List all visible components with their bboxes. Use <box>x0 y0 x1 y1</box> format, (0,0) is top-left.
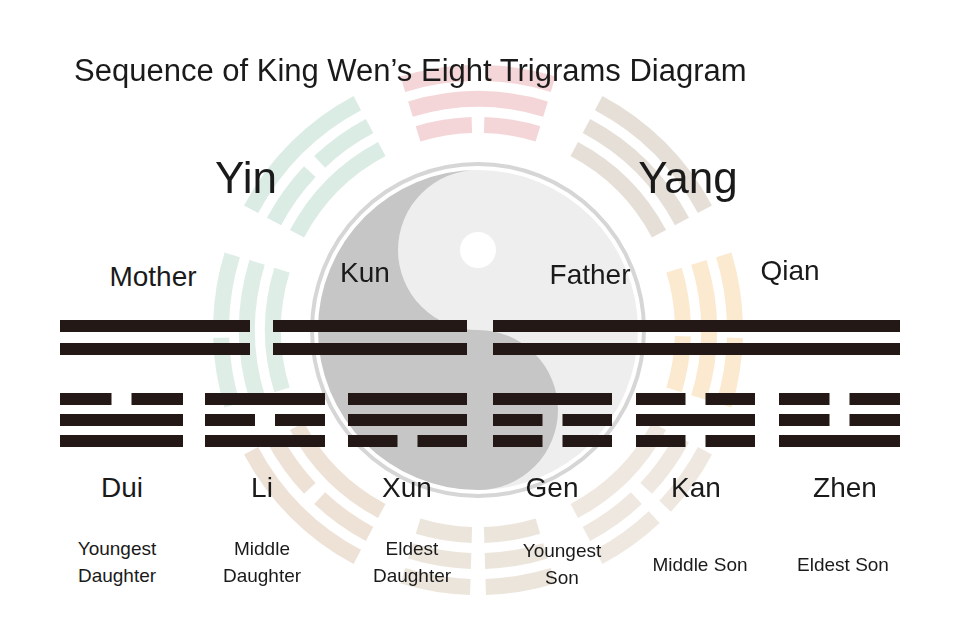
family-role: Middle Daughter <box>212 536 312 589</box>
yin-line <box>60 393 112 405</box>
trigram-arc <box>485 568 555 595</box>
family-role: Eldest Son <box>793 552 893 579</box>
yang-line <box>60 414 183 426</box>
yin-line <box>493 435 543 447</box>
parent-line <box>60 320 250 332</box>
yin-line <box>779 414 830 426</box>
trigram-arc <box>416 117 472 142</box>
family-role: Eldest Daughter <box>362 536 462 589</box>
heading-label: Yin <box>215 152 277 205</box>
trigram-name: Gen <box>526 471 579 505</box>
yang-line <box>348 414 467 426</box>
yang-line <box>636 414 755 426</box>
trigram-name: Li <box>251 471 273 505</box>
family-role: Youngest Son <box>512 538 612 591</box>
trigram-arc <box>484 518 540 543</box>
trigram-arc <box>213 253 240 323</box>
heading-label: Yang <box>638 152 738 205</box>
trigram-bars <box>60 320 900 447</box>
yang-line <box>60 435 183 447</box>
yin-line <box>636 435 686 447</box>
trigram-name: Zhen <box>813 471 877 505</box>
trigram-name: Dui <box>101 471 143 505</box>
yin-yang-dot <box>460 232 496 268</box>
yang-line <box>205 435 325 447</box>
yin-line <box>205 414 255 426</box>
trigram-arc <box>484 117 540 142</box>
family-role: Youngest Daughter <box>67 536 167 589</box>
parent-line <box>493 343 900 355</box>
trigram-name: Xun <box>382 471 432 505</box>
diagram-title: Sequence of King Wen’s Eight Trigrams Di… <box>74 52 747 89</box>
yin-line <box>779 393 830 405</box>
yin-line <box>275 414 325 426</box>
parent-label: Mother <box>109 260 196 294</box>
trigram-arc <box>716 253 743 323</box>
yin-line <box>418 435 468 447</box>
yang-line <box>348 393 467 405</box>
parent-label: Father <box>550 258 631 292</box>
parent-label: Kun <box>340 256 390 290</box>
yin-line <box>636 393 686 405</box>
yin-line <box>850 393 901 405</box>
yin-line <box>348 435 398 447</box>
parent-line <box>493 320 900 332</box>
parent-line <box>60 343 250 355</box>
trigram-arc <box>666 268 691 324</box>
yang-line <box>779 435 900 447</box>
yin-line <box>563 435 613 447</box>
parent-line <box>273 320 467 332</box>
trigram-name: Kan <box>671 471 721 505</box>
yin-line <box>850 414 901 426</box>
yin-line <box>706 393 756 405</box>
yang-line <box>493 393 612 405</box>
parent-label: Qian <box>760 254 819 288</box>
family-role: Middle Son <box>650 552 750 579</box>
trigram-arc <box>595 511 660 564</box>
yin-line <box>493 414 543 426</box>
yin-line <box>132 393 184 405</box>
trigram-arc <box>408 91 548 117</box>
yin-line <box>563 414 613 426</box>
parent-line <box>273 343 467 355</box>
yin-line <box>706 435 756 447</box>
yang-line <box>205 393 325 405</box>
